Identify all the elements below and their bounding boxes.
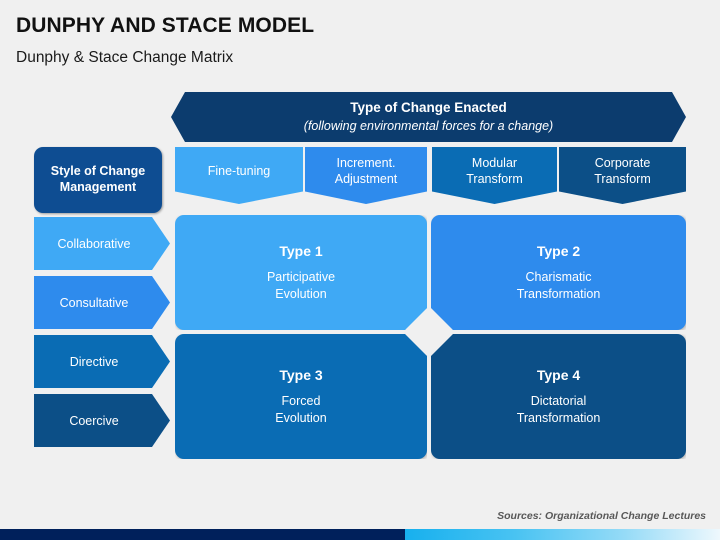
sidebar-item-coercive[interactable]: Coercive (34, 394, 170, 447)
column-header-modular-transform[interactable]: Modular Transform (432, 147, 557, 204)
page-subtitle: Dunphy & Stace Change Matrix (16, 49, 234, 66)
bottom-bar-gradient-segment (405, 529, 720, 540)
column-header-line1: Modular (471, 156, 518, 171)
quadrant-description-line1: Charismatic (525, 270, 592, 284)
quadrant-description-line2: Transformation (516, 286, 601, 301)
sidebar-item-label: Collaborative (57, 236, 131, 251)
quadrant-description-line2: Transformation (516, 410, 601, 425)
sidebar-item-label: Coercive (69, 413, 119, 428)
column-header-line1: Corporate (594, 156, 651, 171)
banner-title: Type of Change Enacted (350, 99, 507, 115)
column-header-line1: Increment. (336, 156, 396, 171)
quadrant-description: Participative Evolution (267, 269, 335, 302)
quadrant-title: Type 1 (279, 243, 323, 259)
quadrant-title: Type 3 (279, 367, 323, 383)
quadrant-description-line1: Dictatorial (530, 394, 587, 408)
column-header-label: Modular Transform (466, 156, 523, 187)
sidebar-title-style-of-change-management: Style of Change Management (34, 147, 162, 213)
quadrant-description-line2: Evolution (275, 286, 327, 301)
page-title: DUNPHY AND STACE MODEL (16, 14, 315, 37)
sources-note: Sources: Organizational Change Lectures (497, 510, 706, 522)
column-header-label: Fine-tuning (207, 164, 271, 179)
quadrant-description-line1: Participative (266, 270, 336, 284)
quadrant-description: Forced Evolution (275, 393, 326, 426)
quadrant-description: Charismatic Transformation (517, 269, 601, 302)
column-header-label: Increment. Adjustment (335, 156, 398, 187)
column-header-line2: Adjustment (334, 172, 398, 186)
quadrant-description-line2: Evolution (275, 410, 327, 425)
quadrant-type-4[interactable]: Type 4 Dictatorial Transformation (431, 334, 686, 459)
sidebar-item-directive[interactable]: Directive (34, 335, 170, 388)
quadrant-description-line1: Forced (281, 394, 321, 408)
quadrant-title: Type 2 (536, 243, 581, 259)
type-of-change-banner: Type of Change Enacted (following enviro… (171, 92, 686, 142)
sidebar-item-consultative[interactable]: Consultative (34, 276, 170, 329)
column-header-incremental-adjustment[interactable]: Increment. Adjustment (305, 147, 427, 204)
column-header-line2: Transform (466, 172, 523, 186)
column-header-line2: Transform (594, 172, 651, 186)
column-header-fine-tuning[interactable]: Fine-tuning (175, 147, 303, 204)
quadrant-type-2[interactable]: Type 2 Charismatic Transformation (431, 215, 686, 330)
banner-subtitle: (following environmental forces for a ch… (303, 118, 554, 133)
column-header-corporate-transform[interactable]: Corporate Transform (559, 147, 686, 204)
quadrant-type-1[interactable]: Type 1 Participative Evolution (175, 215, 427, 330)
sidebar-item-label: Directive (69, 354, 119, 369)
sidebar-item-label: Consultative (59, 295, 129, 310)
bottom-accent-bar (0, 529, 720, 540)
column-header-label: Corporate Transform (594, 156, 651, 187)
quadrant-type-3[interactable]: Type 3 Forced Evolution (175, 334, 427, 459)
bottom-bar-navy-segment (0, 529, 405, 540)
sidebar-item-collaborative[interactable]: Collaborative (34, 217, 170, 270)
quadrant-description: Dictatorial Transformation (517, 393, 601, 426)
quadrant-title: Type 4 (536, 367, 581, 383)
